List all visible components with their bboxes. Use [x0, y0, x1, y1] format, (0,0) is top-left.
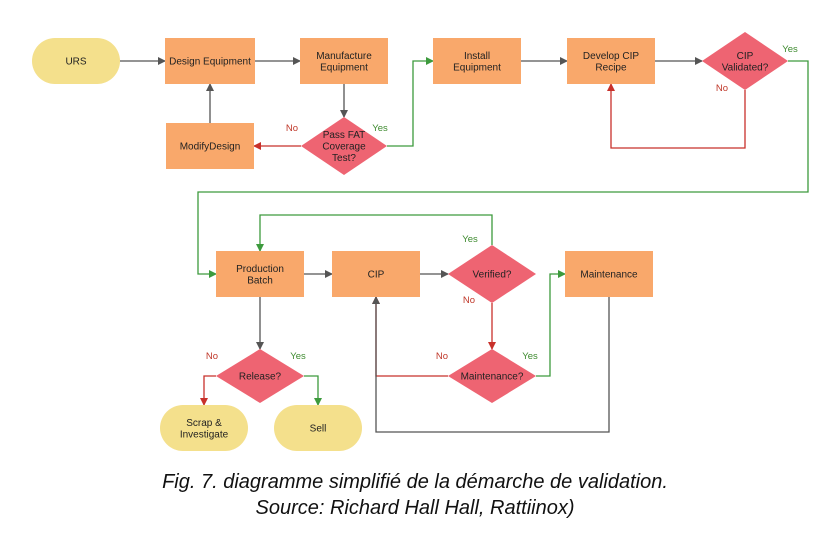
figure-caption-title: Fig. 7. diagramme simplifié de la démarc…: [162, 471, 668, 493]
node-label-line: Pass FAT: [323, 130, 366, 141]
connector-maintenance-q-to-cip: [372, 296, 448, 377]
connector-pass-fat-to-install-equipment: [387, 57, 434, 147]
node-label-line: Production: [236, 264, 284, 275]
branch-label-no: No: [716, 83, 728, 94]
process-box-shape: [165, 38, 255, 84]
node-release: Release?: [216, 349, 304, 403]
node-label-line: Test?: [332, 153, 356, 164]
node-scrap-investigate: Scrap &Investigate: [160, 405, 248, 451]
process-box-shape: [300, 38, 388, 84]
node-label-line: CIP: [368, 270, 385, 281]
terminal-shape: [32, 38, 120, 84]
node-label-line: Design Equipment: [169, 57, 251, 68]
node-label-line: Sell: [310, 424, 327, 435]
terminal-shape: [160, 405, 248, 451]
terminal-shape: [274, 405, 362, 451]
node-label-line: Maintenance?: [461, 372, 524, 383]
node-label-line: Develop CIP: [583, 51, 639, 62]
node-label-line: Maintenance: [580, 270, 638, 281]
process-box-shape: [166, 123, 254, 169]
process-box-shape: [216, 251, 304, 297]
node-maintenance-q: Maintenance?: [448, 349, 536, 403]
node-label-line: Scrap &: [186, 418, 222, 429]
node-label-line: Verified?: [473, 270, 512, 281]
decision-diamond-shape: [216, 349, 304, 403]
branch-label-yes: Yes: [372, 123, 388, 134]
connector-maintenance-to-cip: [372, 296, 610, 433]
connector-cip-validated-to-production-batch: [197, 60, 809, 278]
node-label-line: Investigate: [180, 429, 229, 440]
connector-verified-to-production-batch: [256, 214, 493, 252]
branch-label-yes: Yes: [290, 351, 306, 362]
node-label-line: URS: [65, 57, 86, 68]
branch-label-no: No: [463, 295, 475, 306]
connector-release-to-sell: [304, 375, 322, 406]
node-label-line: Batch: [247, 275, 273, 286]
connectors-layer: [120, 57, 809, 433]
decision-diamond-shape: [448, 349, 536, 403]
branch-label-yes: Yes: [462, 234, 478, 245]
node-label-line: Validated?: [722, 62, 769, 73]
node-label-line: Recipe: [595, 62, 627, 73]
branch-label-no: No: [206, 351, 218, 362]
node-label-line: Manufacture: [316, 51, 372, 62]
node-cip: CIP: [332, 251, 420, 297]
connector-release-to-scrap-investigate: [200, 375, 216, 406]
node-label-line: Equipment: [453, 62, 501, 73]
node-sell: Sell: [274, 405, 362, 451]
node-label-line: Coverage: [322, 142, 366, 153]
decision-diamond-shape: [448, 245, 536, 303]
node-label-line: Release?: [239, 372, 282, 383]
connector-maintenance-q-to-maintenance: [536, 270, 566, 377]
branch-label-yes: Yes: [782, 44, 798, 55]
branch-label-yes: Yes: [522, 351, 538, 362]
node-modify-design: ModifyDesign: [166, 123, 254, 169]
node-verified: Verified?: [448, 245, 536, 303]
node-label-line: Install: [464, 51, 490, 62]
node-label-line: Equipment: [320, 62, 368, 73]
decision-diamond-shape: [702, 32, 788, 90]
node-label-line: ModifyDesign: [180, 142, 241, 153]
process-box-shape: [433, 38, 521, 84]
decision-diamond-shape: [301, 117, 387, 175]
figure-caption-source: Source: Richard Hall Hall, Rattiinox): [255, 497, 575, 519]
process-box-shape: [565, 251, 653, 297]
process-box-shape: [567, 38, 655, 84]
node-maintenance: Maintenance: [565, 251, 653, 297]
branch-label-no: No: [286, 123, 298, 134]
process-box-shape: [332, 251, 420, 297]
node-label-line: CIP: [737, 51, 754, 62]
node-design-equipment: Design Equipment: [165, 38, 255, 84]
branch-label-no: No: [436, 351, 448, 362]
connector-cip-validated-to-develop-cip-recipe: [607, 83, 746, 149]
node-urs: URS: [32, 38, 120, 84]
